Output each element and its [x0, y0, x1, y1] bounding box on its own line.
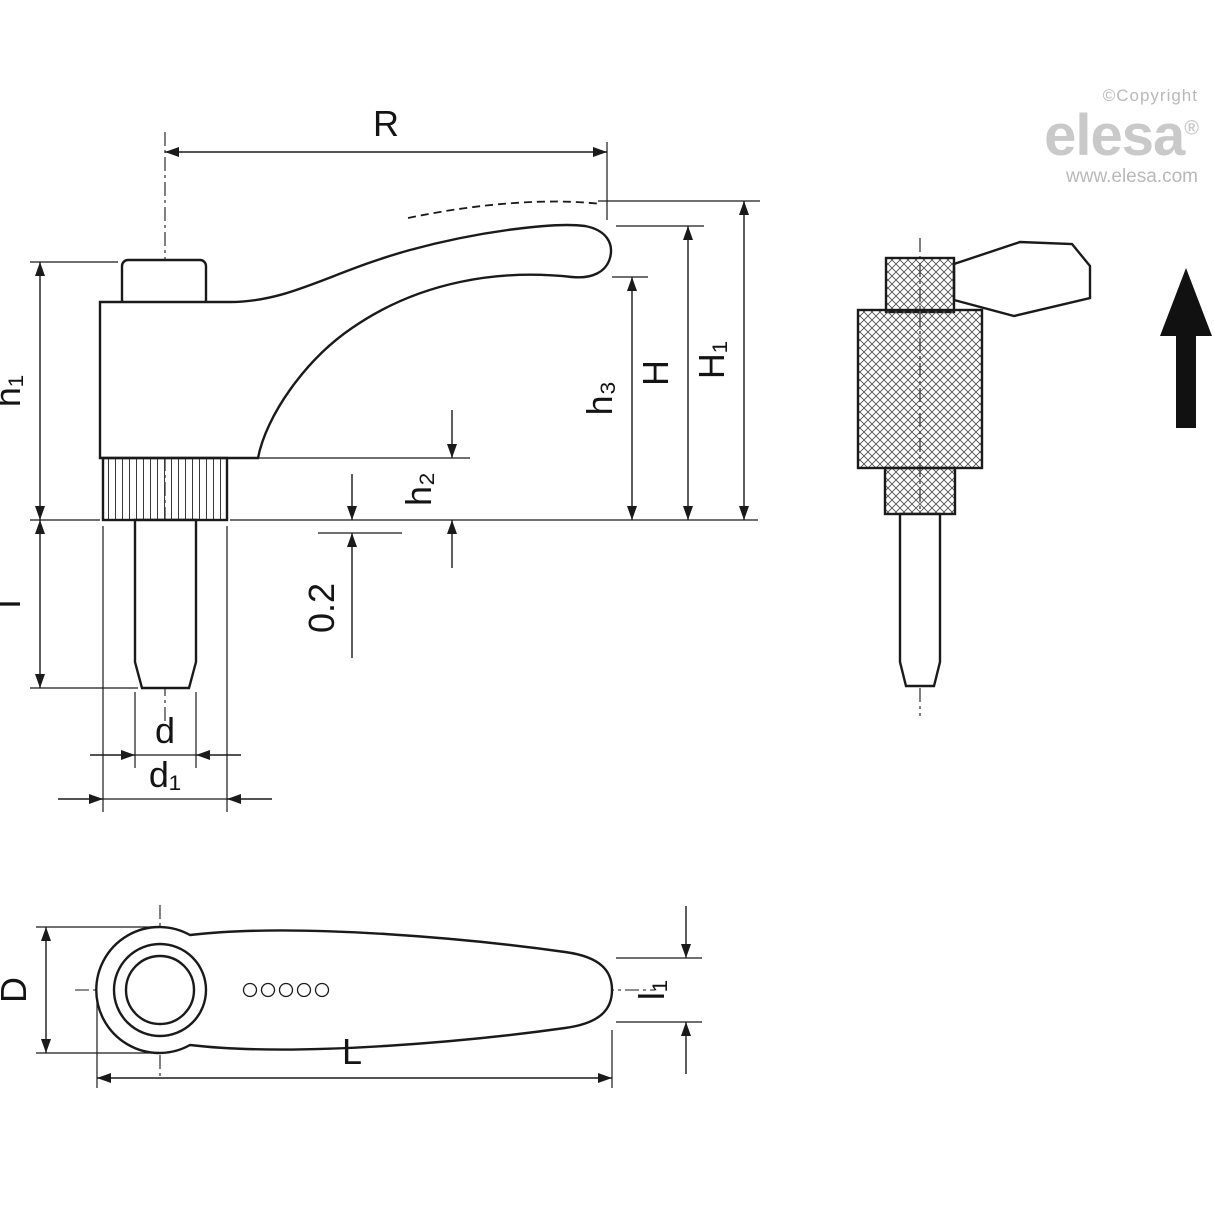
dim-H: H: [616, 225, 704, 520]
dim-R: R: [165, 103, 608, 220]
lower-hub-fill: [885, 468, 955, 514]
dim-h1: h₁: [0, 261, 118, 521]
front-view: [856, 238, 1092, 716]
branding-block: ©Copyright elesa® www.elesa.com: [1044, 86, 1199, 188]
push-button: [120, 258, 208, 308]
dim-label-L: L: [342, 1031, 362, 1072]
dim-label-l1: l₁: [631, 980, 672, 1000]
knurled-body-fill: [858, 310, 982, 468]
knurled-collar-fill: [103, 458, 227, 520]
dim-label-D: D: [0, 977, 34, 1003]
raised-handle-dashed-line: [407, 200, 602, 219]
up-arrow-icon: [1160, 268, 1212, 428]
dim-h3: h₃: [579, 276, 648, 520]
side-view: R h₁ l h₃: [0, 103, 760, 812]
copyright-text: ©Copyright: [1102, 86, 1198, 105]
dim-tolerance: 0.2: [301, 474, 402, 658]
registered-mark: ®: [1184, 117, 1199, 140]
dim-H1: H₁: [598, 200, 760, 520]
dim-label-H1: H₁: [691, 341, 732, 379]
boss-circle: [112, 942, 208, 1038]
dim-l1: l₁: [616, 906, 702, 1074]
knurled-head-fill: [886, 258, 954, 312]
dim-label-l: l: [0, 600, 28, 608]
dim-d: d: [90, 692, 241, 768]
dim-L: L: [96, 998, 613, 1088]
dim-label-d: d: [155, 710, 175, 751]
bore-hole: [124, 954, 196, 1026]
front-view-stud: [898, 512, 942, 688]
dim-label-h1: h₁: [0, 375, 28, 407]
dim-D: D: [0, 926, 152, 1054]
dim-label-R: R: [373, 103, 399, 144]
dim-label-h3: h₃: [579, 381, 620, 416]
dim-l: l: [0, 520, 138, 689]
website-url: www.elesa.com: [1066, 166, 1198, 188]
handle-wing: [952, 240, 1092, 318]
elesa-logo: elesa®: [1044, 102, 1199, 168]
lever-outline: [98, 223, 613, 460]
dim-h2: h₂: [230, 410, 470, 568]
dim-label-H: H: [635, 360, 676, 386]
indicator-dots: [242, 982, 330, 998]
threaded-stud: [133, 518, 198, 690]
dim-label-tolerance: 0.2: [301, 583, 342, 633]
dim-label-h2: h₂: [398, 472, 439, 506]
dim-d1: d₁: [58, 526, 272, 812]
top-view: D L l₁: [0, 905, 702, 1088]
top-view-outline: [95, 925, 614, 1055]
elesa-logo-text: elesa: [1044, 102, 1185, 168]
dim-label-d1: d₁: [149, 754, 181, 795]
